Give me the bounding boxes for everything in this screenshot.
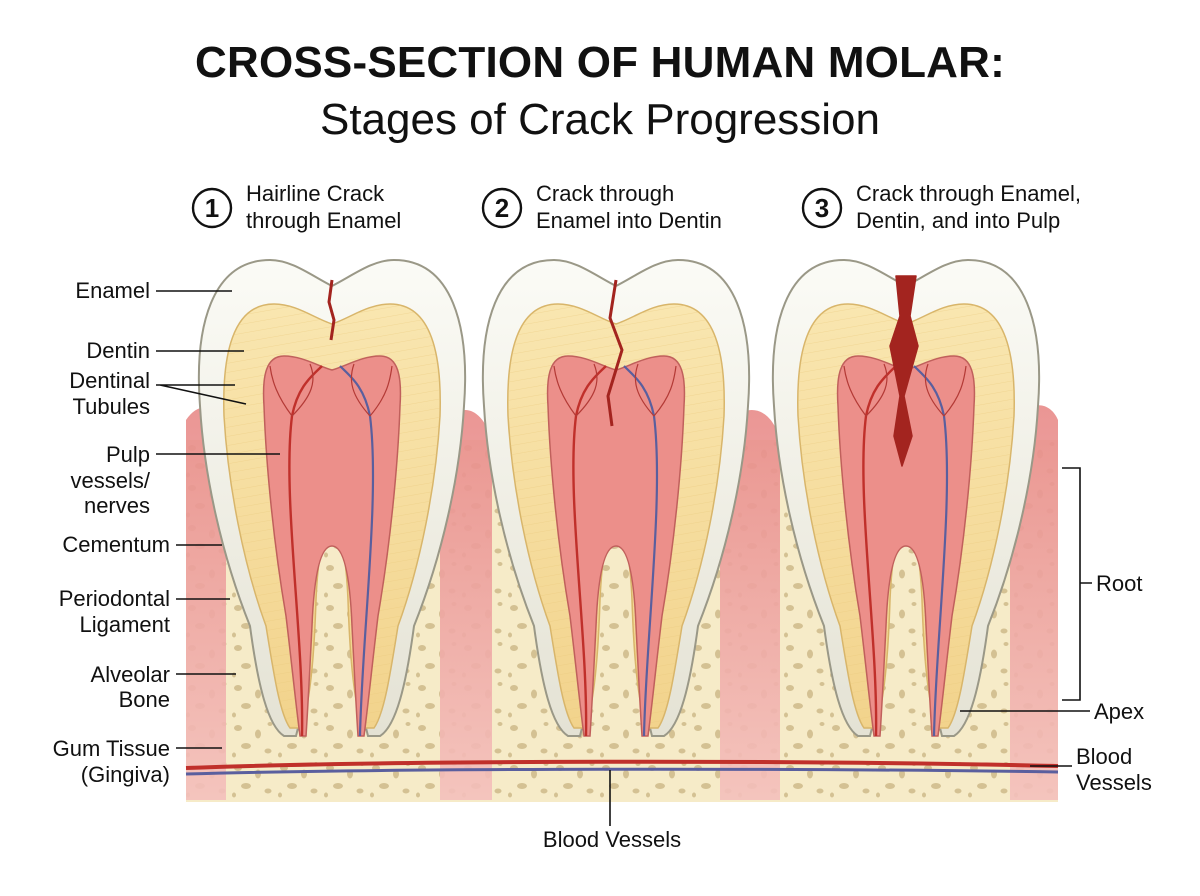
label-periodontal-line2: Ligament (79, 612, 170, 637)
molar-1 (197, 259, 467, 737)
label-gum-line2: (Gingiva) (81, 762, 170, 787)
label-pulp-line1: Pulp (106, 442, 150, 467)
stage-1-title-line1: Hairline Crack (246, 181, 385, 206)
label-dentin: Dentin (86, 338, 150, 363)
stage-2-title-line1: Crack through (536, 181, 674, 206)
stage-3-title-line2: Dentin, and into Pulp (856, 208, 1060, 233)
crack-3 (889, 275, 919, 467)
stage-1-title-line2: through Enamel (246, 208, 401, 233)
stage-2-number: 2 (495, 193, 509, 223)
pulp-vein-3 (913, 365, 949, 737)
label-apex: Apex (1094, 699, 1144, 724)
crack-2 (606, 279, 624, 427)
label-vessels-bottom: Blood Vessels (543, 827, 681, 852)
pulp-artery-3 (862, 365, 897, 737)
pulp-artery-2 (572, 365, 607, 737)
label-root: Root (1096, 571, 1142, 596)
crack-1 (327, 279, 336, 341)
label-vessels-right-line2: Vessels (1076, 770, 1152, 795)
stage-1-header: 1 Hairline Crack through Enamel (191, 181, 401, 233)
bottom-artery (185, 759, 1059, 770)
bottom-vein (185, 767, 1059, 776)
stage-2-title-line2: Enamel into Dentin (536, 208, 722, 233)
label-tubules-line2: Tubules (73, 394, 150, 419)
label-pulp-line2: vessels/ (71, 468, 151, 493)
stage-3-title-line1: Crack through Enamel, (856, 181, 1081, 206)
molar-2 (481, 259, 751, 737)
stage-2-badge (481, 187, 523, 229)
label-periodontal-line1: Periodontal (59, 586, 170, 611)
label-vessels-right-line1: Blood (1076, 744, 1132, 769)
label-gum-line1: Gum Tissue (53, 736, 170, 761)
label-cementum: Cementum (62, 532, 170, 557)
diagram-title: CROSS-SECTION OF HUMAN MOLAR: (195, 38, 1005, 87)
label-pulp-line3: nerves (84, 493, 150, 518)
stage-1-number: 1 (205, 193, 219, 223)
label-enamel: Enamel (75, 278, 150, 303)
molar-3 (771, 259, 1041, 737)
label-bone-line2: Bone (119, 687, 170, 712)
pulp-vein-1 (339, 365, 375, 737)
pulp-branches-3 (843, 363, 967, 417)
leader-tubules (156, 384, 247, 405)
root-bracket (1062, 467, 1092, 701)
label-tubules-line1: Dentinal (69, 368, 150, 393)
stage-3-number: 3 (815, 193, 829, 223)
stage-3-badge (801, 187, 843, 229)
diagram-subtitle: Stages of Crack Progression (319, 95, 881, 144)
pulp-vein-2 (623, 365, 659, 737)
label-bone-line1: Alveolar (91, 662, 170, 687)
stage-3-header: 3 Crack through Enamel, Dentin, and into… (801, 181, 1081, 233)
pulp-artery-1 (288, 365, 323, 737)
stage-1-badge (191, 187, 233, 229)
stage-2-header: 2 Crack through Enamel into Dentin (481, 181, 722, 233)
pulp-branches-1 (269, 363, 393, 417)
pulp-branches-2 (553, 363, 677, 417)
